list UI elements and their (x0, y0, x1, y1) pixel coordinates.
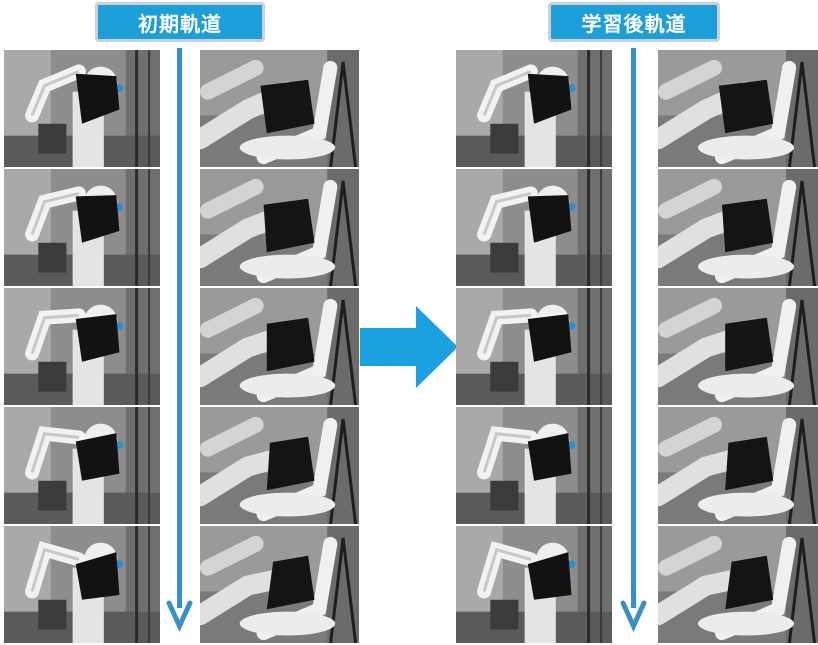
learned-front-frame (456, 526, 612, 645)
initial-front-frame-image (4, 288, 160, 405)
down-arrow-icon (166, 48, 193, 633)
learned-front-frame-image (456, 50, 612, 167)
initial-front-frame-image (4, 169, 160, 286)
initial-front-view-column (4, 50, 160, 645)
right-arrow-icon (360, 306, 458, 388)
learned-trajectory-label-text: 学習後軌道 (581, 11, 687, 36)
initial-trajectory-label-text: 初期軌道 (138, 11, 222, 36)
learned-front-frame-image (456, 288, 612, 405)
learned-front-frame (456, 288, 612, 407)
learned-front-frame-image (456, 526, 612, 643)
initial-front-frame (4, 288, 160, 407)
initial-side-frame-image (200, 407, 359, 524)
learned-side-frame (658, 50, 818, 169)
initial-side-frame (200, 169, 359, 288)
learned-side-frame (658, 526, 818, 645)
initial-side-frame-image (200, 50, 359, 167)
initial-side-frame-image (200, 288, 359, 405)
initial-side-frame (200, 407, 359, 526)
learned-trajectory-label: 学習後軌道 (548, 2, 720, 42)
initial-side-frame (200, 50, 359, 169)
learned-front-view-column (456, 50, 612, 645)
initial-side-frame (200, 526, 359, 645)
learned-side-view-column (658, 50, 818, 645)
initial-front-frame (4, 526, 160, 645)
initial-front-frame-image (4, 50, 160, 167)
initial-side-frame-image (200, 526, 359, 643)
initial-front-frame (4, 50, 160, 169)
learned-front-frame (456, 407, 612, 526)
learned-front-frame-image (456, 169, 612, 286)
initial-side-view-column (200, 50, 359, 645)
learned-side-frame-image (658, 288, 818, 405)
down-arrow-icon (620, 48, 647, 633)
learned-side-frame-image (658, 407, 818, 524)
initial-front-frame-image (4, 407, 160, 524)
learned-front-frame (456, 169, 612, 288)
learned-front-frame (456, 50, 612, 169)
learned-side-frame-image (658, 169, 818, 286)
learned-side-frame-image (658, 526, 818, 643)
learned-front-frame-image (456, 407, 612, 524)
learned-side-frame-image (658, 50, 818, 167)
initial-front-frame-image (4, 526, 160, 643)
initial-trajectory-label: 初期軌道 (95, 2, 265, 42)
initial-front-frame (4, 407, 160, 526)
initial-front-frame (4, 169, 160, 288)
initial-side-frame (200, 288, 359, 407)
learned-side-frame (658, 288, 818, 407)
learned-side-frame (658, 169, 818, 288)
learned-side-frame (658, 407, 818, 526)
initial-side-frame-image (200, 169, 359, 286)
